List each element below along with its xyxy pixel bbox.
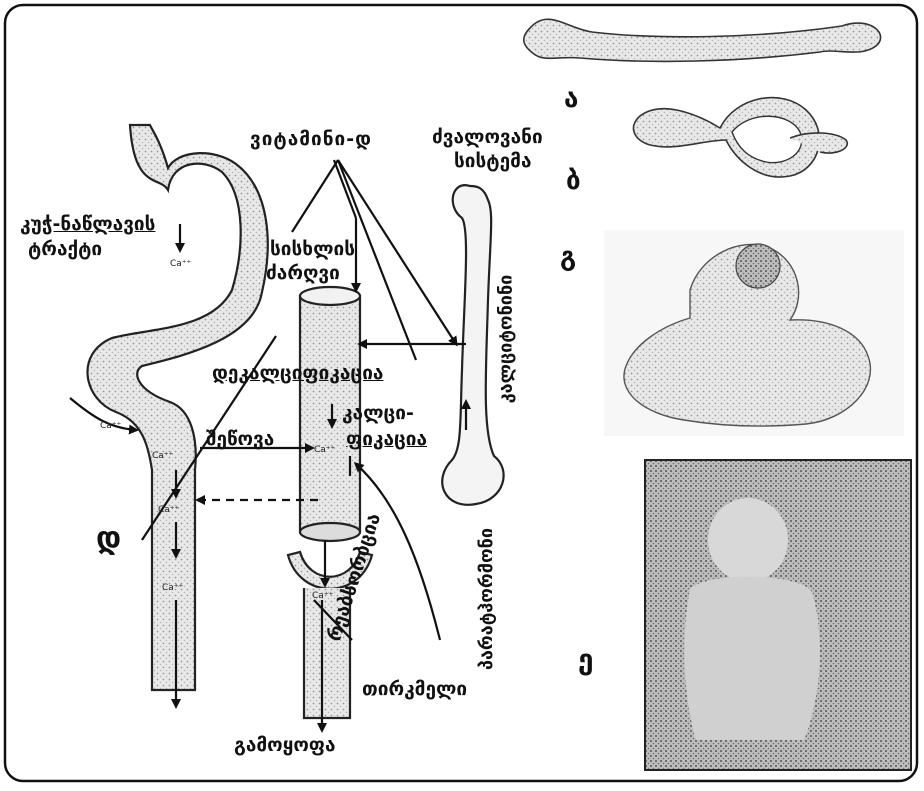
ca-label: Ca⁺⁺ — [314, 445, 336, 455]
calcitonin-label: კალციტონინი — [497, 275, 515, 404]
panel-label-g: გ — [560, 244, 576, 270]
infant-photo — [645, 460, 911, 770]
ca-label: Ca⁺⁺ — [158, 505, 180, 515]
panel-label-d: დ — [96, 524, 121, 554]
panel-label-e: ე — [578, 646, 594, 674]
straight-clavicle-image — [524, 19, 881, 61]
absorption-label: შეწოვა — [206, 430, 274, 449]
ca-label: Ca⁺⁺ — [100, 421, 122, 431]
excretion-label: გამოყოფა — [234, 736, 336, 755]
skeletal-system-label-line2: სისტემა — [454, 152, 531, 171]
calcification-label: კალცი- — [342, 404, 414, 423]
child-photo — [604, 230, 904, 436]
gi-tract-label: კუჭ-ნაწლავის — [20, 215, 155, 234]
decalcification-label: დეკალციფიკაცია — [212, 364, 383, 383]
skeletal-system-label: ძვალოვანი — [432, 128, 543, 147]
vitamin-d-label: ვიტამინი-დ — [250, 130, 372, 149]
panel-label-b: ბ — [566, 168, 581, 194]
parathormone-label: პარატჰორმონი — [478, 528, 496, 670]
ca-label: Ca⁺⁺ — [162, 583, 184, 593]
blood-vessel-label: სისხლის — [270, 240, 355, 259]
ca-label: Ca⁺⁺ — [170, 259, 192, 269]
twisted-bone-image — [633, 98, 847, 177]
blood-vessel-label-line2: ძარღვი — [266, 264, 340, 283]
kidney-label: თირკმელი — [362, 680, 467, 699]
gi-tract-label-line2: ტრაქტი — [28, 240, 102, 259]
calcification-label-line2: ფიკაცია — [346, 430, 427, 449]
ca-label: Ca⁺⁺ — [152, 451, 174, 461]
panel-label-a: ა — [564, 86, 578, 112]
digestive-tract — [87, 125, 267, 690]
ca-label: Ca⁺⁺ — [312, 591, 334, 601]
